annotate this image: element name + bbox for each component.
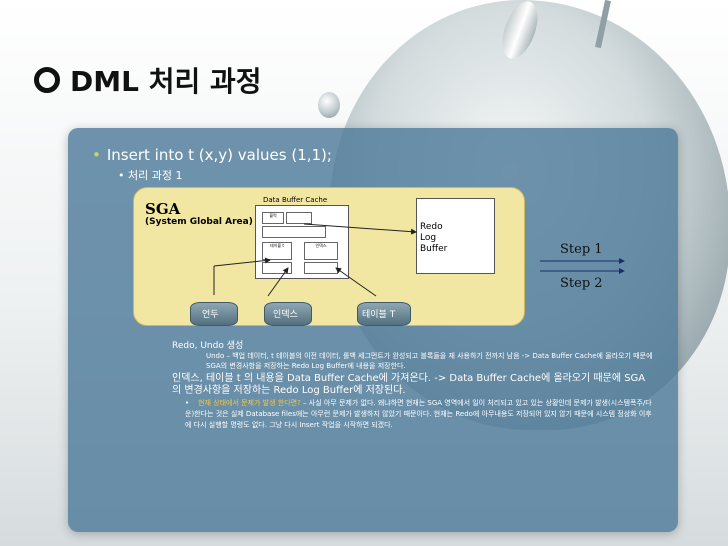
cache-to-redo-arrow (303, 223, 417, 235)
step2-label: Step 2 (560, 276, 603, 291)
slide-title-text: DML 처리 과정 (70, 65, 262, 98)
bullet-level2-text: 처리 과정 1 (128, 169, 183, 182)
problem-highlight: 현재 상태에서 문제가 발생 한다면? (198, 399, 301, 407)
table-segment-label: 테이블 T (362, 310, 396, 320)
undo-description: Undo – 백업 데이터, t 테이블의 이전 데이터, 롤백 세그먼트가 완… (206, 352, 653, 370)
cache-index-cell: 인덱스 (304, 242, 338, 260)
sga-subtitle: (System Global Area) (145, 217, 253, 227)
small-apple-decoration (318, 92, 340, 118)
undo-segment-label: 언두 (202, 310, 219, 320)
step1-label: Step 1 (560, 242, 603, 257)
cache-cell (262, 226, 326, 238)
problem-note: • 현재 상태에서 문제가 발생 한다면? – 사실 아무 문제가 없다. 왜냐… (185, 398, 655, 431)
problem-detail: – 사실 아무 문제가 없다. 왜냐하면 현재는 SGA 영역에서 일이 처리되… (185, 399, 652, 429)
redo-log-buffer-line2: Log (420, 233, 437, 243)
cache-table-cell: 테이블 t (262, 242, 292, 260)
redo-undo-heading: Redo, Undo 생성 (172, 341, 244, 351)
index-arrow (267, 267, 289, 297)
redo-log-buffer-label: Redo Log Buffer (420, 222, 447, 255)
redo-log-buffer-box (416, 198, 495, 274)
index-segment-cylinder (264, 302, 312, 326)
undo-arrow (213, 257, 271, 267)
bullet-dot-icon: • (92, 146, 101, 164)
cache-block-cell: 블럭 (262, 212, 284, 224)
data-buffer-cache-label: Data Buffer Cache (263, 196, 328, 204)
index-segment-label: 인덱스 (273, 310, 298, 320)
bullet-level2: • 처리 과정 1 (118, 167, 182, 183)
table-segment-cylinder (357, 302, 411, 326)
ring-bullet-icon (34, 67, 60, 93)
bullet-level1-text: Insert into t (x,y) values (1,1); (106, 146, 332, 164)
cache-index-cell-label: 인덱스 (315, 243, 327, 248)
data-buffer-cache-box: 블럭 테이블 t 인덱스 (255, 205, 349, 279)
cache-cell (286, 212, 312, 224)
cache-block-cell-label: 블럭 (269, 213, 277, 218)
sga-title: SGA (145, 200, 181, 218)
bullet-dot-icon: • (118, 169, 128, 182)
redo-log-buffer-line1: Redo (420, 222, 443, 232)
slide-title: DML 처리 과정 (34, 60, 261, 100)
main-note: 인덱스, 테이블 t 의 내용을 Data Buffer Cache에 가져온다… (172, 373, 646, 396)
cache-table-cell-label: 테이블 t (270, 243, 284, 248)
undo-segment-cylinder (190, 302, 238, 326)
bullet-level1: • Insert into t (x,y) values (1,1); (92, 146, 332, 164)
bullet-dot-icon: • (185, 399, 199, 407)
redo-log-buffer-line3: Buffer (420, 244, 448, 254)
table-arrow (335, 267, 377, 297)
